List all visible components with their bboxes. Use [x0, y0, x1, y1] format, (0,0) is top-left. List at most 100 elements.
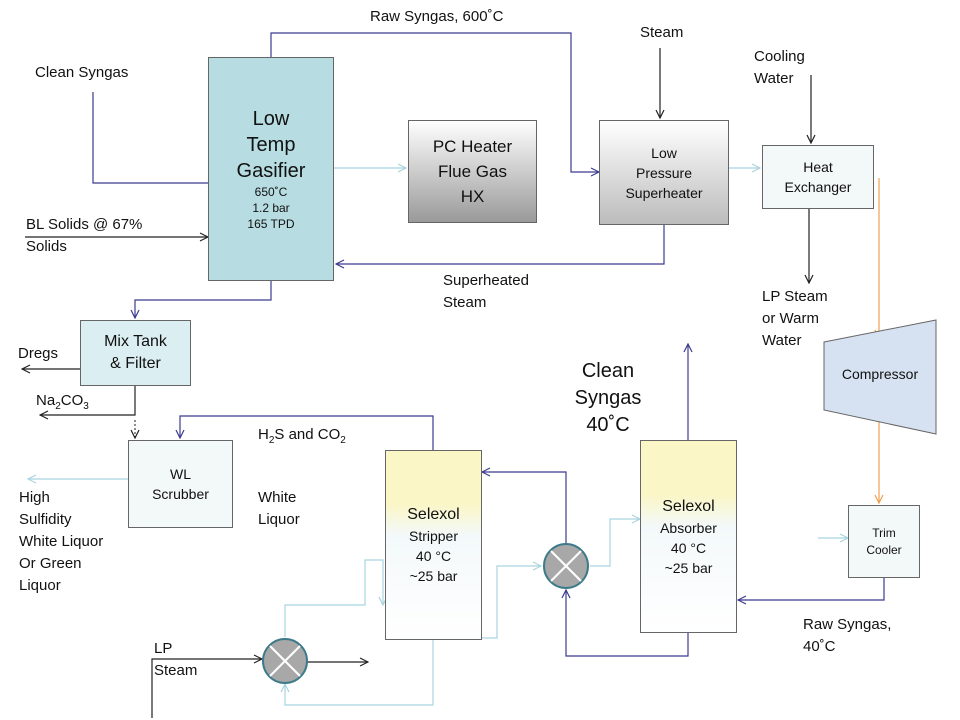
mix-tank-line1: Mix Tank [104, 333, 167, 350]
na2co3-sub1: 2 [55, 401, 61, 412]
label-raw-syngas-cool: Raw Syngas, 40˚C [803, 614, 891, 658]
clean-syngas-out-line2: Syngas [574, 387, 642, 409]
stream-absorber-rich [566, 590, 689, 657]
trim-cooler-line1: Trim [872, 525, 896, 540]
low-temp-gasifier: Low Temp Gasifier 650˚C 1.2 bar 165 TPD [208, 57, 334, 281]
absorber-line1: Selexol [662, 497, 715, 515]
stripper-line4: ~25 bar [409, 568, 458, 584]
stripper-line3: 40 °C [415, 548, 452, 564]
cooling-water-line2: Water [754, 70, 794, 87]
stripper-line1: Selexol [407, 506, 460, 523]
pc-heater-line3: HX [460, 187, 485, 206]
superheated-steam-line2: Steam [443, 294, 487, 311]
high-sulfidity-line2: Sulfidity [19, 511, 72, 528]
superheater-line3: Superheater [625, 184, 703, 201]
stream-valve-to-absorber [590, 519, 640, 567]
lp-steam-out-line3: Water [762, 332, 802, 349]
heat-exchanger: Heat Exchanger [762, 145, 874, 209]
stream-h2s-co2 [180, 415, 434, 450]
high-sulfidity-line1: High [19, 489, 50, 506]
gasifier-capacity: 165 TPD [247, 217, 295, 231]
pc-heater-flue-gas-hx: PC Heater Flue Gas HX [408, 120, 537, 223]
stream-superheated-steam [336, 225, 665, 264]
stream-clean-syngas-in [92, 92, 216, 183]
gasifier-temp: 650˚C [254, 185, 288, 199]
stream-gasifier-to-mix [135, 281, 272, 318]
white-liquor-line1: White [258, 489, 297, 506]
lp-steam-out-line2: or Warm [762, 310, 819, 327]
stream-na2co3 [40, 386, 136, 415]
cooling-water-line1: Cooling [754, 48, 805, 65]
high-sulfidity-line3: White Liquor [19, 533, 104, 550]
label-lp-steam-out: LP Steam or Warm Water [762, 286, 828, 352]
high-sulfidity-line5: Liquor [19, 577, 61, 594]
label-high-sulfidity: High Sulfidity White Liquor Or Green Liq… [19, 487, 103, 597]
compressor-label: Compressor [841, 366, 919, 382]
white-liquor-line2: Liquor [258, 511, 300, 528]
label-na2co3: Na2CO3 [36, 390, 89, 418]
hx-line1: Heat [803, 159, 833, 175]
label-raw-syngas-hot: Raw Syngas, 600˚C [370, 8, 504, 25]
absorber-line2: Absorber [660, 519, 717, 536]
stream-raw-syngas-cool [738, 578, 885, 600]
label-dregs: Dregs [18, 345, 59, 362]
compressor-shape [823, 319, 937, 435]
lp-steam-in-line2: Steam [154, 662, 198, 679]
wl-scrubber-line2: Scrubber [152, 486, 209, 502]
high-sulfidity-line4: Or Green [19, 555, 82, 572]
absorber-line4: ~25 bar [664, 559, 713, 576]
label-superheated-steam: Superheated Steam [443, 270, 529, 314]
h2s-co2-sub2: 2 [340, 435, 346, 446]
stream-lower-valve-to-stripper [284, 559, 383, 637]
mixing-valve-lower [262, 638, 308, 684]
gasifier-pressure: 1.2 bar [252, 201, 290, 215]
wl-scrubber-line1: WL [170, 466, 191, 482]
stream-stripper-return [285, 640, 434, 706]
stream-valve-to-stripper [482, 472, 567, 545]
clean-syngas-out-line1: Clean [581, 360, 635, 382]
raw-syngas-cool-line1: Raw Syngas, [803, 616, 892, 633]
low-pressure-superheater: Low Pressure Superheater [599, 120, 729, 225]
lp-steam-out-line1: LP Steam [762, 288, 828, 305]
raw-syngas-cool-line2: 40˚C [803, 638, 836, 655]
h2s-co2-main: H [258, 426, 269, 443]
selexol-stripper: Selexol Stripper 40 °C ~25 bar [385, 450, 482, 640]
mixing-valve-upper [543, 543, 589, 589]
label-clean-syngas-out: Clean Syngas 40˚C [558, 358, 658, 439]
gasifier-line2: Temp [246, 134, 296, 156]
label-lp-steam-in: LP Steam [154, 638, 197, 682]
label-white-liquor: White Liquor [258, 487, 300, 531]
stream-stripper-to-valve [482, 566, 541, 639]
label-steam: Steam [640, 24, 684, 41]
hx-line2: Exchanger [784, 179, 852, 195]
trim-cooler-line2: Cooler [866, 542, 902, 557]
gasifier-line1: Low [252, 108, 290, 130]
h2s-co2-sub1: 2 [268, 435, 275, 446]
absorber-line3: 40 °C [670, 539, 707, 556]
lp-steam-in-line1: LP [154, 640, 173, 657]
mix-tank-filter: Mix Tank & Filter [80, 320, 191, 386]
stream-lp-steam-in [151, 659, 262, 718]
mix-tank-line2: & Filter [110, 355, 161, 372]
superheater-line1: Low [651, 144, 677, 161]
wl-scrubber: WL Scrubber [128, 440, 233, 528]
label-h2s-co2: H2S and CO2 [258, 424, 346, 452]
label-clean-syngas-in: Clean Syngas [35, 64, 129, 81]
bl-solids-line2: Solids [26, 238, 67, 255]
gasifier-line3: Gasifier [236, 160, 306, 182]
label-cooling-water: Cooling Water [754, 46, 805, 90]
clean-syngas-out-line3: 40˚C [586, 414, 630, 436]
stripper-line2: Stripper [408, 528, 459, 544]
selexol-absorber: Selexol Absorber 40 °C ~25 bar [640, 440, 737, 633]
h2s-co2-mid: S and CO [274, 426, 341, 443]
na2co3-sub2: 3 [83, 401, 89, 412]
label-bl-solids: BL Solids @ 67% Solids [26, 214, 142, 258]
bl-solids-line1: BL Solids @ 67% [26, 216, 143, 233]
pc-heater-line1: PC Heater [432, 137, 513, 156]
stream-raw-syngas-hot [270, 32, 599, 172]
pc-heater-line2: Flue Gas [438, 162, 507, 181]
superheated-steam-line1: Superheated [443, 272, 529, 289]
superheater-line2: Pressure [635, 164, 693, 181]
